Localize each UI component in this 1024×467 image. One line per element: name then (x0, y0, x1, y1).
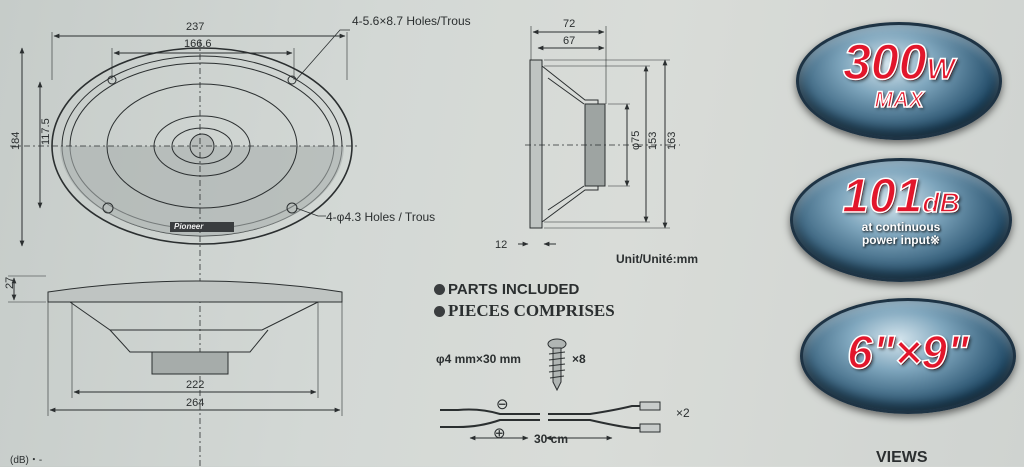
dim-12: 12 (495, 239, 507, 251)
dim-phi75: φ75 (630, 131, 642, 150)
power-value: 300W (842, 34, 955, 90)
power-badge: 300W MAX (796, 22, 1002, 140)
cable-drawing (440, 401, 661, 441)
bullet-icon (434, 306, 445, 317)
side-view (518, 26, 680, 247)
dim-264: 264 (186, 397, 204, 409)
footer-strip: (dB)・- VIEWS (0, 449, 1024, 466)
minus-symbol: ⊖ (496, 396, 509, 413)
dim-166-6: 166.6 (184, 38, 212, 50)
dim-184: 184 (10, 132, 22, 150)
cable-length: 30 cm (534, 432, 569, 446)
size-badge: 6"×9" (800, 298, 1016, 414)
small-holes-label: 4-φ4.3 Holes / Trous (326, 210, 436, 224)
bottom-view (8, 275, 343, 416)
footer-note: (dB)・- (10, 455, 43, 466)
dim-117-5: 117.5 (40, 118, 52, 145)
size-value: 6"×9" (846, 326, 969, 378)
dim-237: 237 (186, 21, 204, 33)
bullet-icon (434, 284, 445, 295)
dim-222: 222 (186, 379, 204, 391)
brand-logo: Pioneer (174, 222, 204, 231)
plus-symbol: ⊕ (493, 425, 506, 442)
spl-line2: power input※ (861, 233, 941, 248)
screw-drawing (547, 338, 567, 392)
spl-line1: at continuous (861, 220, 941, 234)
dim-27: 27 (4, 277, 16, 289)
dim-72: 72 (563, 18, 575, 30)
cable-qty: ×2 (676, 406, 690, 420)
screw-spec: φ4 mm×30 mm (436, 352, 521, 366)
dim-153: 153 (647, 132, 659, 150)
spl-value: 101dB (842, 170, 961, 223)
parts-heading-en: PARTS INCLUDED (434, 281, 579, 298)
front-view (10, 29, 360, 466)
mount-holes-label: 4-5.6×8.7 Holes/Trous (352, 14, 471, 28)
unit-label: Unit/Unité:mm (616, 252, 698, 266)
dim-67: 67 (563, 35, 575, 47)
parts-heading-fr: PIECES COMPRISES (434, 301, 615, 321)
dim-163: 163 (666, 132, 678, 150)
power-label: MAX (874, 87, 924, 112)
spl-badge: 101dB at continuous power input※ (790, 158, 1012, 282)
footer-views: VIEWS (876, 449, 928, 466)
screw-qty: ×8 (572, 352, 586, 366)
